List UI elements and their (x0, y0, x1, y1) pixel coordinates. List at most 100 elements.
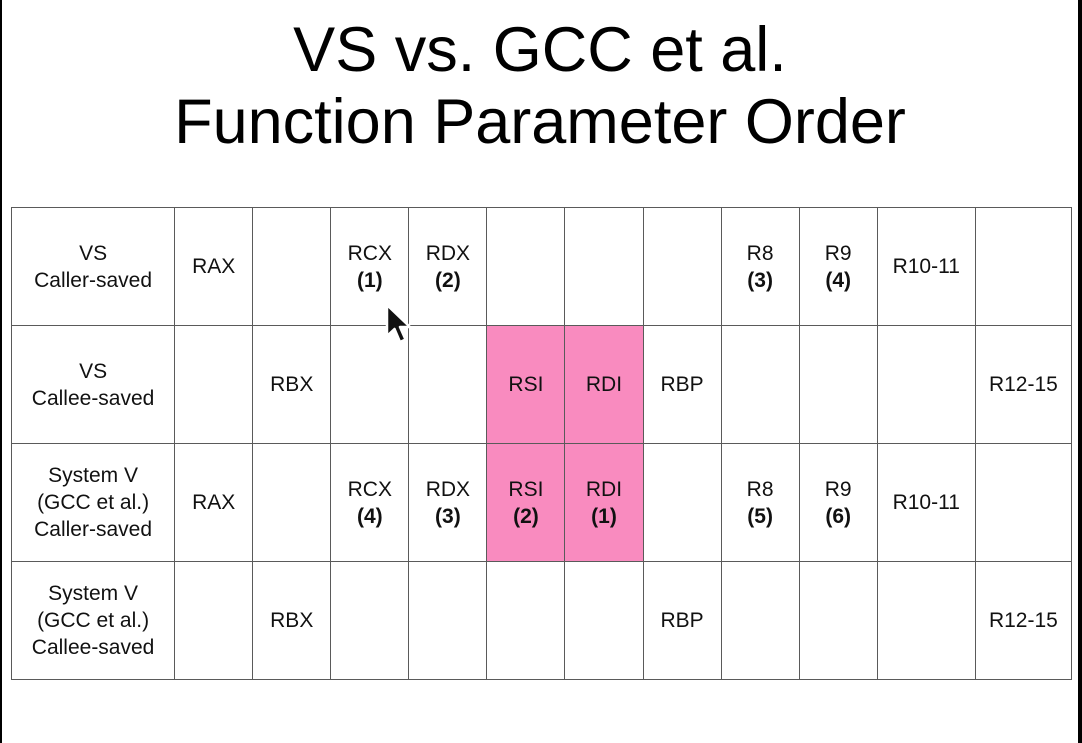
register-name: R12-15 (988, 373, 1058, 396)
register-cell (876, 325, 976, 444)
register-name: R8 (746, 477, 774, 501)
row-label-line: Caller-saved (34, 268, 153, 292)
parameter-order: (4) (825, 268, 851, 292)
row-label-line: System V (48, 464, 138, 487)
row-label-line: Callee-saved (31, 636, 155, 659)
register-cell (330, 325, 410, 444)
register-cell: R9(4) (798, 207, 878, 326)
register-name: RBP (660, 609, 704, 632)
register-cell (876, 561, 976, 680)
slide-title: VS vs. GCC et al. Function Parameter Ord… (2, 14, 1078, 158)
register-name: RDI (585, 477, 623, 501)
register-name: R9 (824, 477, 852, 501)
mouse-pointer-icon (385, 303, 412, 344)
register-cell: RAX (174, 207, 254, 326)
register-cell (408, 561, 488, 680)
register-cell: RSI (2) (486, 443, 566, 562)
register-name: R12-15 (988, 609, 1058, 632)
parameter-order: (2) (435, 268, 461, 292)
table-row: VS Callee-saved RBX RSI RDI RBP R12-15 (10, 325, 1073, 444)
register-cell: RBX (252, 561, 332, 680)
register-name: R10-11 (892, 491, 960, 514)
register-cell (798, 561, 878, 680)
register-cell (974, 207, 1073, 326)
register-cell (330, 561, 410, 680)
register-cell: RBP (642, 561, 722, 680)
register-cell (564, 561, 644, 680)
register-name: RBP (660, 373, 704, 396)
register-cell: R10-11 (876, 443, 976, 562)
parameter-order: (1) (591, 504, 617, 528)
parameter-order: (1) (356, 268, 383, 292)
row-label: VS Callee-saved (10, 325, 176, 444)
title-line-1: VS vs. GCC et al. (293, 15, 787, 85)
register-name: RBX (270, 609, 314, 632)
register-cell: RBX (252, 325, 332, 444)
row-label-line: Caller-saved (34, 518, 153, 541)
register-name: RAX (192, 491, 236, 514)
register-name: R8 (746, 241, 774, 265)
register-name: R10-11 (892, 255, 960, 278)
register-name: RSI (508, 477, 544, 501)
register-cell (720, 561, 800, 680)
register-name: R9 (824, 241, 852, 265)
parameter-order: (3) (747, 268, 773, 292)
row-label-line: (GCC et al.) (37, 491, 150, 514)
register-cell: RDI (564, 325, 644, 444)
register-cell: R9(6) (798, 443, 878, 562)
register-name: RCX (347, 241, 392, 265)
register-cell (642, 207, 722, 326)
register-cell (252, 207, 332, 326)
register-cell (564, 207, 644, 326)
register-cell: RCX (1) (330, 207, 410, 326)
register-cell (798, 325, 878, 444)
register-cell: R8(5) (720, 443, 800, 562)
parameter-order: (6) (825, 504, 851, 528)
row-label-line: System V (48, 582, 138, 605)
row-label-line: VS (79, 359, 108, 383)
register-cell (642, 443, 722, 562)
row-label-line: VS (79, 241, 108, 265)
register-name: RCX (347, 477, 392, 501)
register-cell (720, 325, 800, 444)
parameter-order: (2) (513, 504, 539, 528)
parameter-order: (3) (435, 504, 461, 528)
title-line-2: Function Parameter Order (174, 87, 906, 157)
register-cell: RAX (174, 443, 254, 562)
table-row: System V (GCC et al.) Caller-saved RAX RCX (4… (10, 443, 1073, 562)
parameter-order: (5) (747, 504, 773, 528)
register-cell: RDI (1) (564, 443, 644, 562)
register-name: RSI (508, 373, 544, 396)
register-cell: R10-11 (876, 207, 976, 326)
row-label: System V (GCC et al.) Callee-saved (10, 561, 176, 680)
register-cell (408, 325, 488, 444)
table-row: System V (GCC et al.) Callee-saved RBX RBP R1… (10, 561, 1073, 680)
register-name: RDX (425, 241, 471, 265)
row-label: VS Caller-saved (10, 207, 176, 326)
register-cell (486, 561, 566, 680)
register-cell: R12-15 (974, 561, 1073, 680)
row-label-line: Callee-saved (31, 386, 155, 410)
row-label: System V (GCC et al.) Caller-saved (10, 443, 176, 562)
row-label-line: (GCC et al.) (37, 609, 150, 632)
register-name: RDX (425, 477, 471, 501)
register-cell: R12-15 (974, 325, 1073, 444)
register-cell (174, 325, 254, 444)
register-name: RAX (192, 255, 236, 278)
register-cell: RDX (3) (408, 443, 488, 562)
register-cell: RBP (642, 325, 722, 444)
register-cell: RDX (2) (408, 207, 488, 326)
register-name: RDI (585, 373, 623, 396)
register-cell (486, 207, 566, 326)
register-name: RBX (270, 373, 314, 396)
register-cell: RSI (486, 325, 566, 444)
register-cell: RCX (4) (330, 443, 410, 562)
parameter-order: (4) (356, 504, 383, 528)
register-cell (252, 443, 332, 562)
register-cell (974, 443, 1073, 562)
register-cell (174, 561, 254, 680)
register-cell: R8(3) (720, 207, 800, 326)
